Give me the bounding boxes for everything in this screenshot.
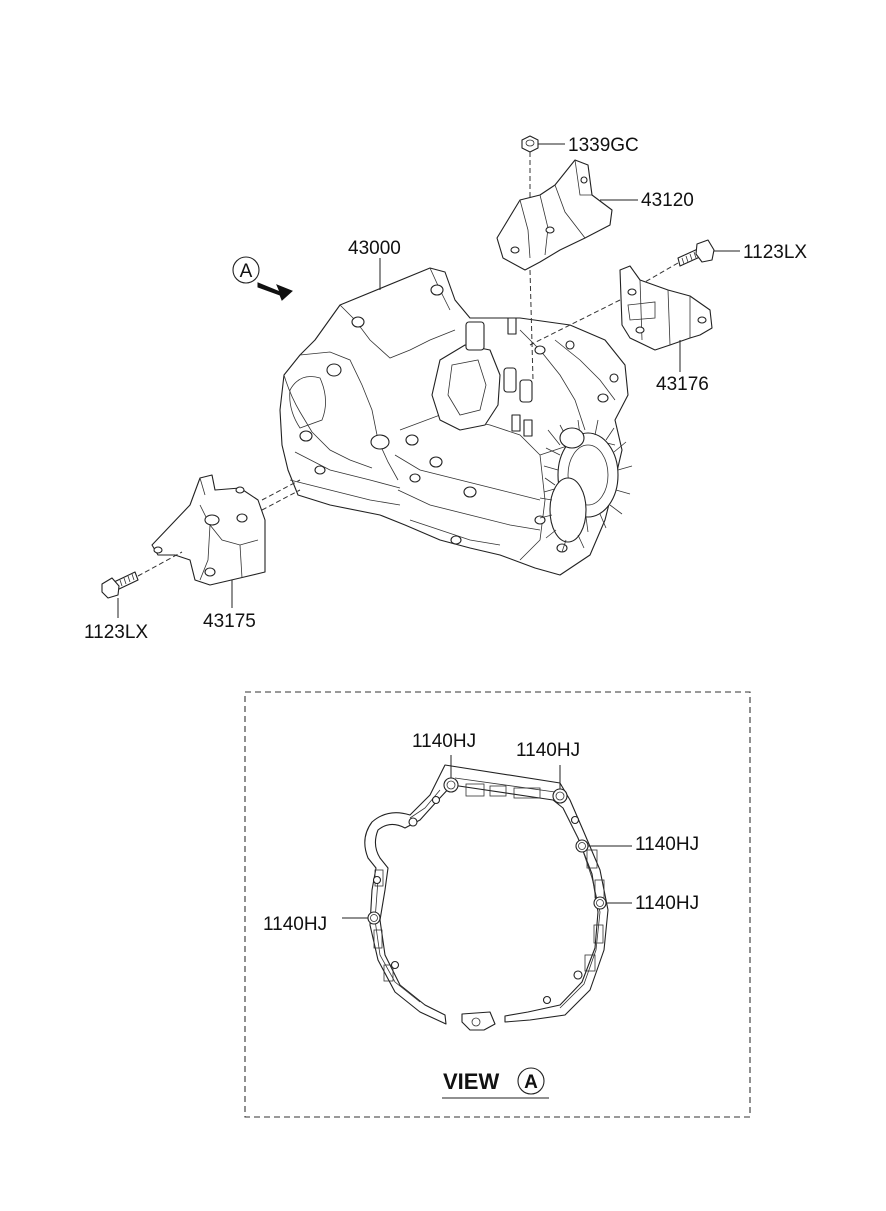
- differential-output-flange: [539, 419, 633, 553]
- mount-bracket-right: [619, 265, 713, 351]
- callout-1140hj-right-upper: 1140HJ: [635, 834, 699, 855]
- dowel-pin-icon: [593, 896, 607, 910]
- mount-bracket-left: [151, 474, 266, 586]
- bracket-43120: 43120: [496, 159, 694, 381]
- callout-43000: 43000: [348, 238, 401, 259]
- bracket-43176: 43176: [529, 265, 713, 395]
- bolt-1123lx-right: 1123LX: [644, 239, 807, 283]
- dowel-pin-icon: [367, 911, 381, 925]
- housing-gasket: [364, 764, 609, 1031]
- shift-lever-boss: [465, 321, 485, 351]
- dowel-pin-icon: [575, 839, 589, 853]
- view-title: VIEW: [443, 1069, 499, 1094]
- bolt-1123lx-left: 1123LX: [84, 551, 183, 643]
- dowel-pin-icon: [552, 788, 568, 804]
- transaxle-assembly: [279, 258, 633, 576]
- callout-43176: 43176: [656, 374, 709, 395]
- view-direction-arrow: [257, 282, 293, 301]
- callout-43175: 43175: [203, 611, 256, 632]
- mount-bracket-top: [496, 159, 613, 271]
- callout-1123lx-left: 1123LX: [84, 622, 148, 643]
- callout-1140hj-left: 1140HJ: [263, 914, 327, 935]
- view-a-frame: [244, 691, 751, 1118]
- view-title-circle: [517, 1067, 545, 1095]
- gasket-outline: [364, 764, 609, 1025]
- view-a-marker-letter: A: [240, 261, 253, 282]
- callout-1140hj-right-lower: 1140HJ: [635, 893, 699, 914]
- view-a-box: 1140HJ 1140HJ 1140HJ 1140HJ 1140HJ VIEW …: [244, 691, 751, 1118]
- nut-icon: [521, 135, 539, 153]
- nut-1339gc: 1339GC: [521, 135, 639, 210]
- callout-43120: 43120: [641, 190, 694, 211]
- dowel-pin-icon: [443, 777, 459, 793]
- bracket-43175: 43175: [151, 474, 301, 632]
- callout-1339gc: 1339GC: [568, 135, 639, 156]
- view-a-marker: A: [232, 256, 293, 301]
- callout-1140hj-top-right: 1140HJ: [516, 740, 580, 761]
- view-a-circle: [232, 256, 260, 284]
- callout-1140hj-top-left: 1140HJ: [412, 731, 476, 752]
- callout-1123lx-right: 1123LX: [743, 242, 807, 263]
- view-title-marker: A: [524, 1072, 538, 1093]
